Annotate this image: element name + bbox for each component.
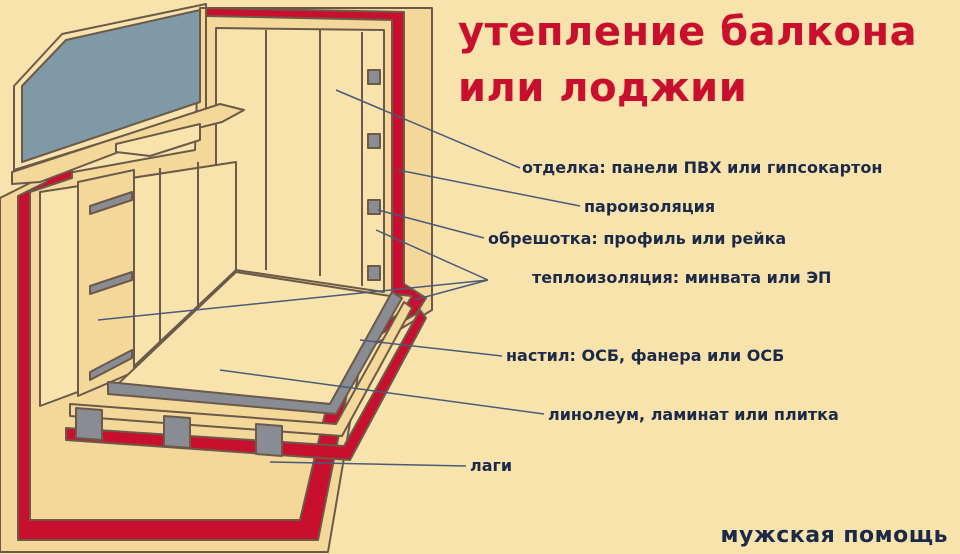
batten-block [367,133,381,149]
watermark: мужская помощь [720,523,948,548]
subfloor-board [107,291,403,415]
leader-joists [269,461,467,467]
joist [75,407,103,441]
label-finishing: отделка: панели ПВХ или гипсокартон [522,158,883,177]
leader-insulation-2 [413,279,489,301]
window-frame [13,3,207,171]
batten-block [367,69,381,85]
leader-covering [219,369,545,415]
insulation-under-floor [65,309,427,461]
batten-left [89,191,133,215]
leader-insulation-1 [375,229,489,281]
leader-vapor [397,169,581,207]
page-title: утепление балкона или лоджии [458,4,958,116]
leader-finishing [335,89,521,169]
window-glass [21,9,201,163]
batten-left [89,349,133,381]
label-insulation: теплоизоляция: минвата или ЭП [532,268,832,287]
title-line-2: или лоджии [458,65,748,111]
sill-board [115,123,201,157]
floor-edge [69,301,413,437]
batten-block [367,199,381,215]
joist [163,415,191,449]
leader-subfloor [359,339,503,357]
label-floor-covering: линолеум, ламинат или плитка [548,405,839,424]
leader-insulation-3 [97,279,489,321]
label-vapor-barrier: пароизоляция [584,197,716,216]
back-wall-panel [215,27,385,293]
joist [255,423,283,457]
batten-block [367,265,381,281]
label-joists: лаги [470,456,513,475]
leader-battens [377,209,485,239]
title-line-1: утепление балкона [458,9,918,55]
batten-left [89,271,133,295]
label-subfloor: настил: ОСБ, фанера или ОСБ [506,346,785,365]
label-battens: обрешотка: профиль или рейка [488,229,787,248]
